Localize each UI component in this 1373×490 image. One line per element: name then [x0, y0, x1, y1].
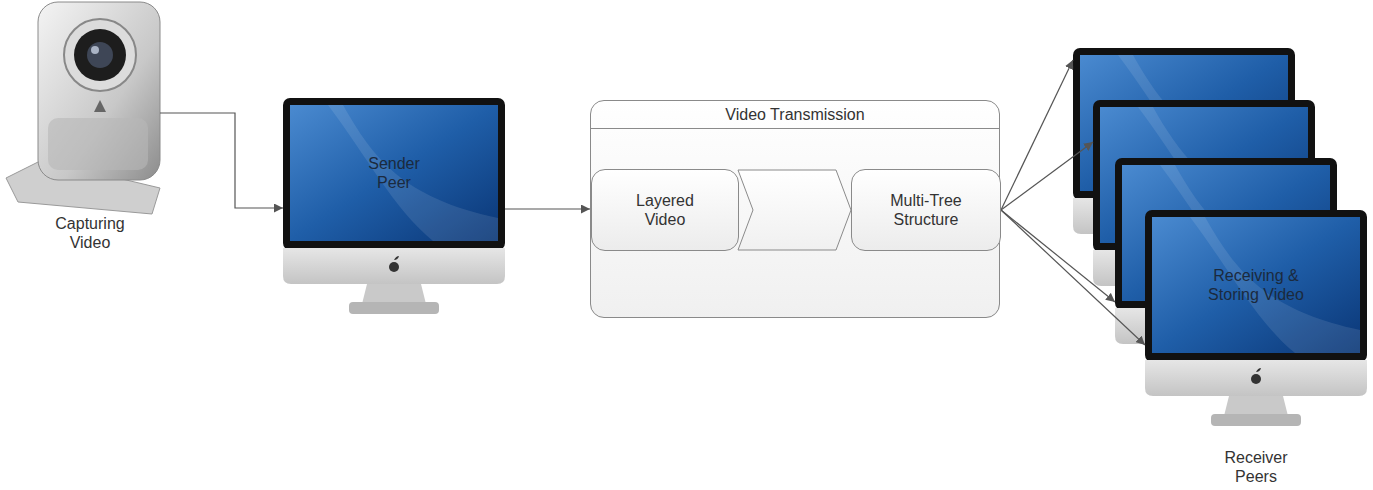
text-frame: Video Transmission [591, 101, 999, 129]
group-panel: Video TransmissionLayered Video Multi-Tre… [590, 100, 1000, 318]
text-frame: Receiver Peers [1211, 446, 1301, 488]
process-box: Multi-Tree Structure [851, 169, 1001, 251]
screen-label: Receiving & Storing Video [1194, 266, 1319, 304]
webcam-illustration [6, 2, 160, 214]
process-box: Layered Video [591, 169, 739, 251]
panel-heading: Video Transmission [725, 105, 864, 124]
device-label: Capturing Video [48, 214, 132, 252]
monitor-illustration [283, 98, 505, 314]
flow-arrow [160, 113, 283, 208]
text-frame: Sender Peer [290, 105, 498, 241]
chevron-arrow [738, 170, 851, 250]
text-frame: Capturing Video [20, 212, 160, 254]
box-label: Multi-Tree Structure [874, 191, 978, 229]
screen-label: Sender Peer [359, 154, 429, 192]
device-node: Capturing Video [20, 0, 160, 255]
peer-node: Sender Peer [283, 98, 505, 315]
flow-arrow [505, 208, 590, 209]
text-frame: Receiving & Storing Video [1152, 217, 1360, 353]
fan-arrows [1001, 60, 1115, 302]
group-label: Receiver Peers [1214, 448, 1298, 486]
text-frame: Multi-Tree Structure [852, 170, 1000, 250]
box-label: Layered Video [623, 191, 707, 229]
panel-ground [590, 100, 1000, 318]
text-frame: Layered Video [592, 170, 738, 250]
monitor-illustration [1145, 210, 1367, 426]
flow-arrow [1001, 210, 1145, 345]
peer-node: Receiving & Storing VideoReceiver Peers [1145, 210, 1367, 488]
